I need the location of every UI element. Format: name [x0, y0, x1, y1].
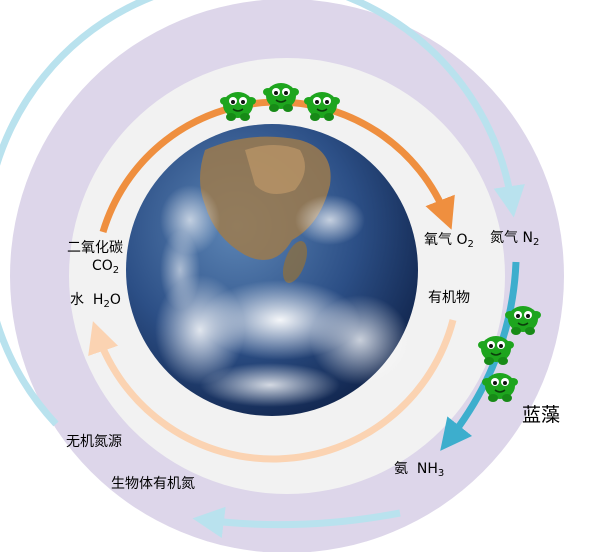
outer-arrow-top-right: [0, 0, 525, 427]
label-nitrogen-gas: 氮气 N2: [490, 230, 540, 248]
label-organic-matter: 有机物: [428, 290, 470, 306]
label-water: 水 H2O: [70, 292, 121, 310]
label-co2-name: 二氧化碳: [67, 240, 123, 256]
label-bio-organic-nitrogen: 生物体有机氮: [111, 476, 195, 492]
label-oxygen: 氧气 O2: [424, 232, 474, 250]
earth-globe-icon: [126, 124, 418, 416]
label-cyanobacteria: 蓝藻: [522, 404, 561, 426]
light-orange-arrow-bottom: [88, 319, 457, 463]
label-inorganic-nitrogen-source: 无机氮源: [66, 434, 122, 450]
label-ammonia: 氨 NH3: [394, 461, 445, 479]
label-co2-formula: CO2: [92, 258, 120, 276]
outer-arrow-bottom: [192, 506, 401, 538]
